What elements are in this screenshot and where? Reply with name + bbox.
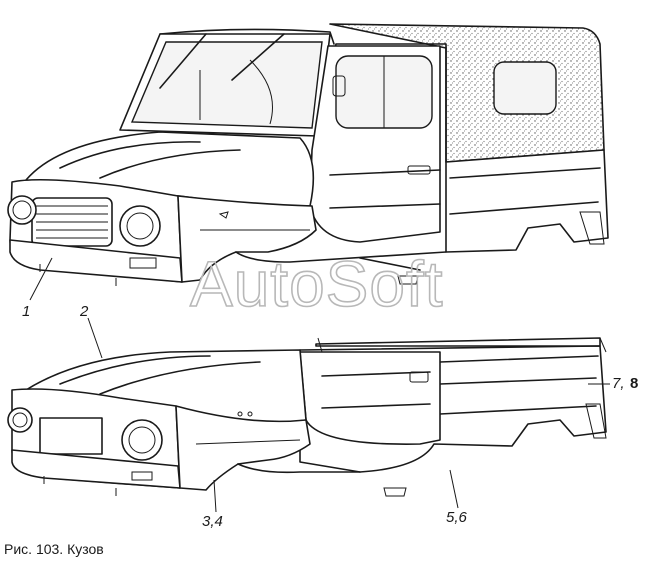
front-bumper — [9, 239, 183, 283]
watermark-text: AutoSoft — [190, 248, 444, 320]
callout-7: 7, — [612, 375, 625, 392]
vehicle-with-soft-top — [7, 23, 609, 286]
callout-8: 8 — [630, 375, 638, 392]
callout-5-6: 5,6 — [446, 509, 468, 526]
figure-caption: Рис. 103. Кузов — [4, 541, 104, 557]
emblem — [218, 211, 229, 219]
windshield-glass — [130, 41, 323, 129]
cab-rear-door-section — [299, 351, 441, 445]
headlight-right-lower — [121, 419, 163, 461]
front-fender-lower — [175, 405, 311, 491]
side-mirror — [332, 75, 346, 97]
front-fender — [177, 195, 317, 283]
fog-light — [129, 257, 157, 269]
front-bumper-lower — [11, 449, 181, 489]
canvas-rear-window — [493, 61, 557, 115]
headlight-right — [119, 205, 161, 247]
rear-side-panel — [445, 149, 609, 253]
vehicle-pickup-body — [7, 337, 607, 497]
callout-1: 1 — [22, 303, 30, 320]
headlight-left — [7, 195, 37, 225]
callout-2: 2 — [79, 303, 89, 320]
headlight-left-lower — [7, 407, 33, 433]
leader-lines — [29, 257, 610, 513]
wiper-right — [231, 33, 285, 81]
wiper-left — [159, 33, 207, 89]
callout-3-4: 3,4 — [202, 513, 223, 530]
grille-panel-lower — [39, 417, 103, 455]
